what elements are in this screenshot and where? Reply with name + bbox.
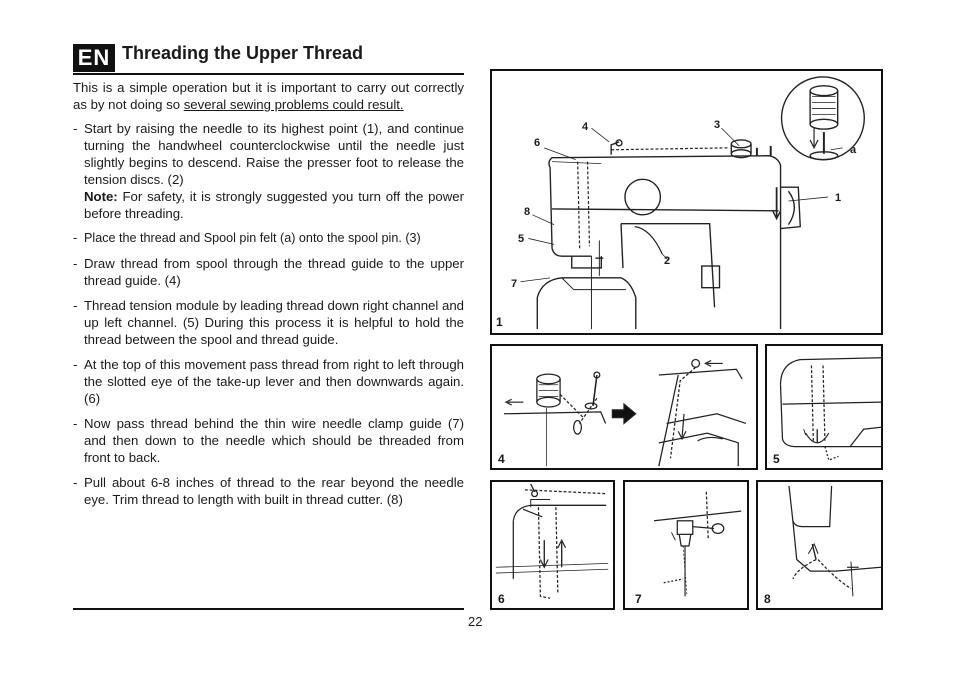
note-label: Note: [84, 189, 118, 204]
figure-4-panel: 4 [490, 344, 758, 470]
step-item: -Pull about 6-8 inches of thread to the … [73, 474, 464, 508]
step-text: Start by raising the needle to its highe… [84, 121, 464, 187]
thread-cutter-illustration [788, 485, 881, 597]
callout-a: a [850, 144, 857, 156]
page-number: 22 [468, 614, 483, 629]
figure-number-4: 4 [498, 452, 505, 466]
step-item: -Place the thread and Spool pin felt (a)… [73, 230, 464, 247]
step-item: -Draw thread from spool through the thre… [73, 255, 464, 289]
step-dash: - [73, 256, 78, 271]
callout-6: 6 [534, 137, 541, 149]
step-dash: - [73, 357, 78, 372]
steps-list: -Start by raising the needle to its high… [73, 120, 464, 508]
step-dash: - [73, 298, 78, 313]
figure-6-panel: 6 [490, 480, 615, 610]
figure-8-panel: 8 [756, 480, 883, 610]
callout-1: 1 [835, 192, 842, 204]
step-item: -At the top of this movement pass thread… [73, 356, 464, 407]
language-badge: EN [73, 44, 115, 72]
step-text: Thread tension module by leading thread … [84, 298, 464, 347]
intro-paragraph: This is a simple operation but it is imp… [73, 79, 464, 113]
step-text: Now pass thread behind the thin wire nee… [84, 416, 464, 465]
figure-7-panel: 7 [623, 480, 749, 610]
callout-5: 5 [518, 233, 525, 245]
figure-number-5: 5 [773, 452, 780, 466]
figure-number-6: 6 [498, 592, 505, 606]
note-text: For safety, it is strongly suggested you… [84, 189, 464, 221]
callout-8: 8 [524, 206, 531, 218]
step-item: -Thread tension module by leading thread… [73, 297, 464, 348]
callout-7: 7 [511, 278, 518, 290]
sewing-machine-illustration [520, 76, 865, 330]
figure-number-8: 8 [764, 592, 771, 606]
take-up-lever-illustration [495, 483, 609, 599]
thread-guide-illustration [503, 358, 747, 467]
step-item: -Start by raising the needle to its high… [73, 120, 464, 222]
step-text: At the top of this movement pass thread … [84, 357, 464, 406]
step-dash: - [73, 475, 78, 490]
callout-3: 3 [714, 119, 721, 131]
step-dash: - [73, 121, 78, 136]
callout-4: 4 [582, 121, 589, 133]
figure-5-panel: 5 [765, 344, 883, 470]
footer-rule [73, 608, 464, 610]
instructions-column: This is a simple operation but it is imp… [73, 79, 464, 516]
intro-text: This is a simple operation but it is imp… [73, 80, 464, 112]
step-text: Draw thread from spool through the threa… [84, 256, 464, 288]
page-title: Threading the Upper Thread [122, 43, 364, 63]
title-rule [73, 73, 464, 75]
needle-clamp-illustration [653, 491, 742, 597]
callout-2: 2 [664, 255, 671, 267]
figure-1-panel: 4 3 6 1 a 8 5 2 7 1 [490, 69, 883, 335]
step-text: Place the thread and Spool pin felt (a) … [84, 231, 421, 245]
intro-underlined-text: several sewing problems could result. [183, 97, 404, 112]
tension-module-illustration [779, 357, 881, 461]
step-item: -Now pass thread behind the thin wire ne… [73, 415, 464, 466]
figure-number-7: 7 [635, 592, 642, 606]
step-dash: - [73, 416, 78, 431]
step-text: Pull about 6-8 inches of thread to the r… [84, 475, 464, 507]
step-dash: - [73, 231, 78, 245]
figure-number-1: 1 [496, 315, 503, 329]
